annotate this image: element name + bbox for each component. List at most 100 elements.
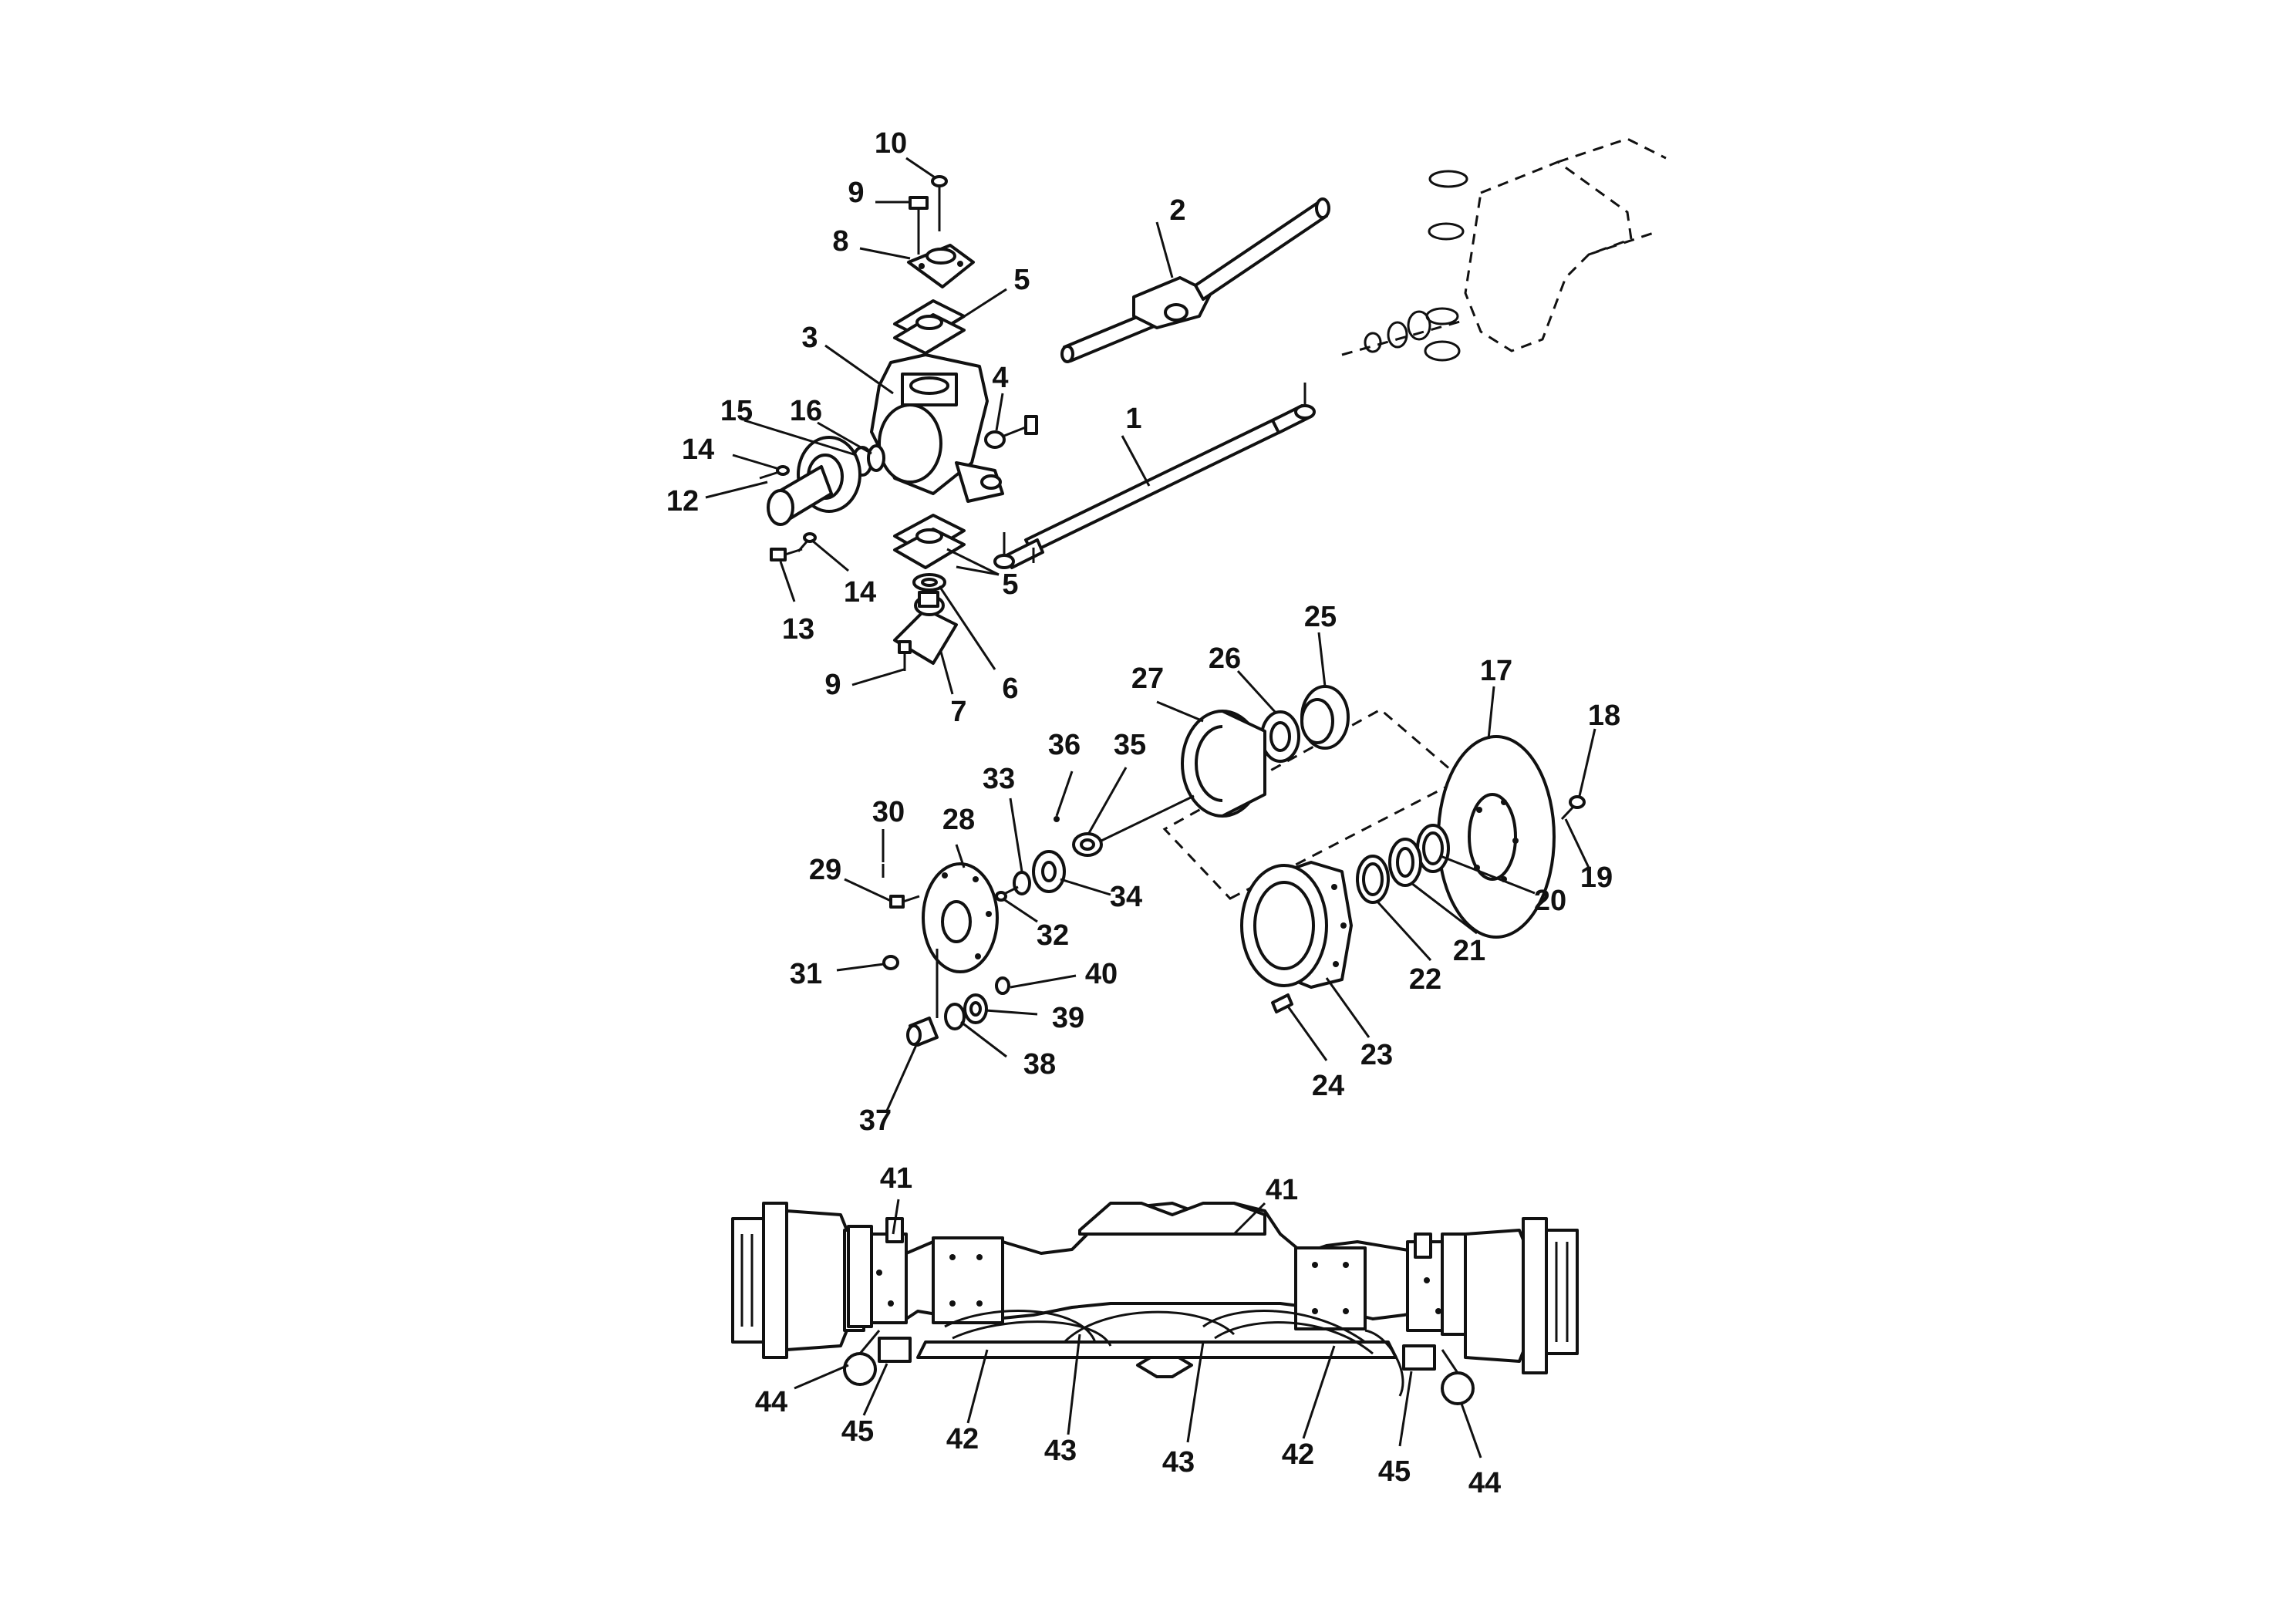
part-26-bearing (1260, 710, 1300, 763)
part-6-washer (912, 573, 946, 592)
part-5-shims-upper (893, 299, 966, 355)
callout-16: 16 (790, 395, 822, 427)
part-24-stud (1271, 993, 1293, 1013)
hub-assembly (882, 685, 1586, 1047)
callout-31: 31 (790, 958, 822, 990)
reference-plane (1162, 708, 1464, 900)
part-35-nut (1072, 794, 1195, 857)
part-33-washer (1013, 871, 1031, 895)
callout-22: 22 (1409, 963, 1441, 996)
callout-1: 1 (1125, 403, 1141, 435)
callout-12: 12 (666, 485, 699, 518)
part-9-bolt-lower (898, 640, 912, 671)
axle-assembly (731, 1202, 1579, 1405)
part-40-washer (995, 976, 1010, 995)
axle-housing-end (1341, 137, 1667, 362)
callout-35: 35 (1114, 729, 1146, 761)
callout-4: 4 (992, 362, 1008, 394)
part-3-knuckle (870, 353, 1004, 503)
part-10-screw (931, 175, 948, 231)
callout-8: 8 (832, 225, 848, 258)
part-21-bearing (1388, 838, 1422, 887)
knuckle-assembly (759, 137, 1667, 671)
callout-10: 10 (875, 127, 907, 160)
callout-26: 26 (1209, 642, 1241, 675)
callout-29: 29 (809, 854, 841, 886)
callout-33: 33 (983, 763, 1015, 795)
callout-2: 2 (1169, 194, 1185, 227)
part-23-hub (1240, 861, 1353, 989)
part-38-washer (944, 1003, 966, 1030)
callout-34: 34 (1110, 881, 1142, 913)
part-31-plug (882, 955, 899, 970)
callout-14-upper: 14 (682, 433, 714, 466)
right-knuckle (1406, 1233, 1467, 1336)
steering-linkage (916, 1310, 1404, 1397)
callout-21: 21 (1453, 935, 1485, 967)
callout-37: 37 (859, 1104, 892, 1137)
callout-3: 3 (801, 322, 818, 354)
part-1-tie-rod (993, 383, 1316, 569)
part-4-bolt (984, 415, 1038, 449)
callout-13: 13 (782, 613, 814, 646)
callout-7: 7 (950, 696, 966, 728)
part-28-carrier (922, 862, 999, 973)
callout-5-upper: 5 (1013, 264, 1030, 296)
callout-27: 27 (1131, 663, 1164, 695)
callout-6: 6 (1002, 673, 1018, 705)
callout-18: 18 (1588, 700, 1620, 732)
callout-39: 39 (1052, 1002, 1084, 1034)
part-2-drive-shaft (1060, 197, 1330, 363)
part-29-bolt (889, 895, 920, 909)
callout-9-upper: 9 (848, 177, 864, 209)
part-18-19-screw (1560, 795, 1586, 821)
part-20-seal (1416, 824, 1450, 873)
part-22-race (1356, 855, 1390, 904)
callout-45-left: 45 (841, 1415, 874, 1448)
callout-25: 25 (1304, 601, 1337, 633)
part-37-sleeve (906, 1017, 939, 1047)
callout-44-right: 44 (1468, 1467, 1501, 1499)
callout-42-left: 42 (946, 1423, 979, 1455)
callout-5-lower: 5 (1002, 568, 1018, 601)
callout-9-lower: 9 (824, 669, 841, 701)
callout-32: 32 (1037, 919, 1069, 952)
callout-28: 28 (942, 804, 975, 836)
leader-lines (705, 157, 1596, 1458)
part-32-shaft (995, 885, 1019, 902)
callout-44-left: 44 (755, 1386, 787, 1418)
part-36-pin (1054, 816, 1060, 822)
part-7-lower-cap (893, 591, 958, 665)
left-ball-joint (843, 1330, 912, 1386)
part-5-shims-lower (893, 514, 966, 569)
left-knuckle (847, 1217, 908, 1328)
part-14-screws (759, 465, 817, 552)
part-12-spindle (767, 436, 861, 526)
callout-24: 24 (1312, 1070, 1344, 1102)
left-wheel-end (731, 1202, 865, 1359)
right-wheel-end (1464, 1217, 1579, 1374)
callout-17: 17 (1480, 655, 1512, 687)
callout-19: 19 (1580, 862, 1613, 894)
part-13-bolt (770, 548, 803, 561)
center-housing (905, 1202, 1448, 1378)
callout-38: 38 (1023, 1048, 1056, 1081)
part-25-race (1300, 685, 1350, 750)
callout-40: 40 (1085, 958, 1118, 990)
callout-20: 20 (1534, 885, 1566, 917)
callout-41-left: 41 (880, 1162, 912, 1195)
part-8-cap (907, 244, 975, 288)
callout-15: 15 (720, 395, 753, 427)
part-39-gear (963, 993, 988, 1024)
callout-43-right: 43 (1162, 1446, 1195, 1479)
callout-43-left: 43 (1044, 1435, 1077, 1467)
callout-30: 30 (872, 796, 905, 828)
callout-42-right: 42 (1282, 1438, 1314, 1471)
part-17-brake-disc (1437, 735, 1556, 939)
callout-labels: 1 2 3 4 5 5 6 7 8 9 9 10 12 13 14 14 15 … (666, 127, 1620, 1499)
part-27-ring-gear (1181, 710, 1266, 818)
callout-41-center: 41 (1266, 1174, 1298, 1206)
right-ball-joint (1402, 1344, 1475, 1405)
callout-23: 23 (1360, 1039, 1393, 1071)
